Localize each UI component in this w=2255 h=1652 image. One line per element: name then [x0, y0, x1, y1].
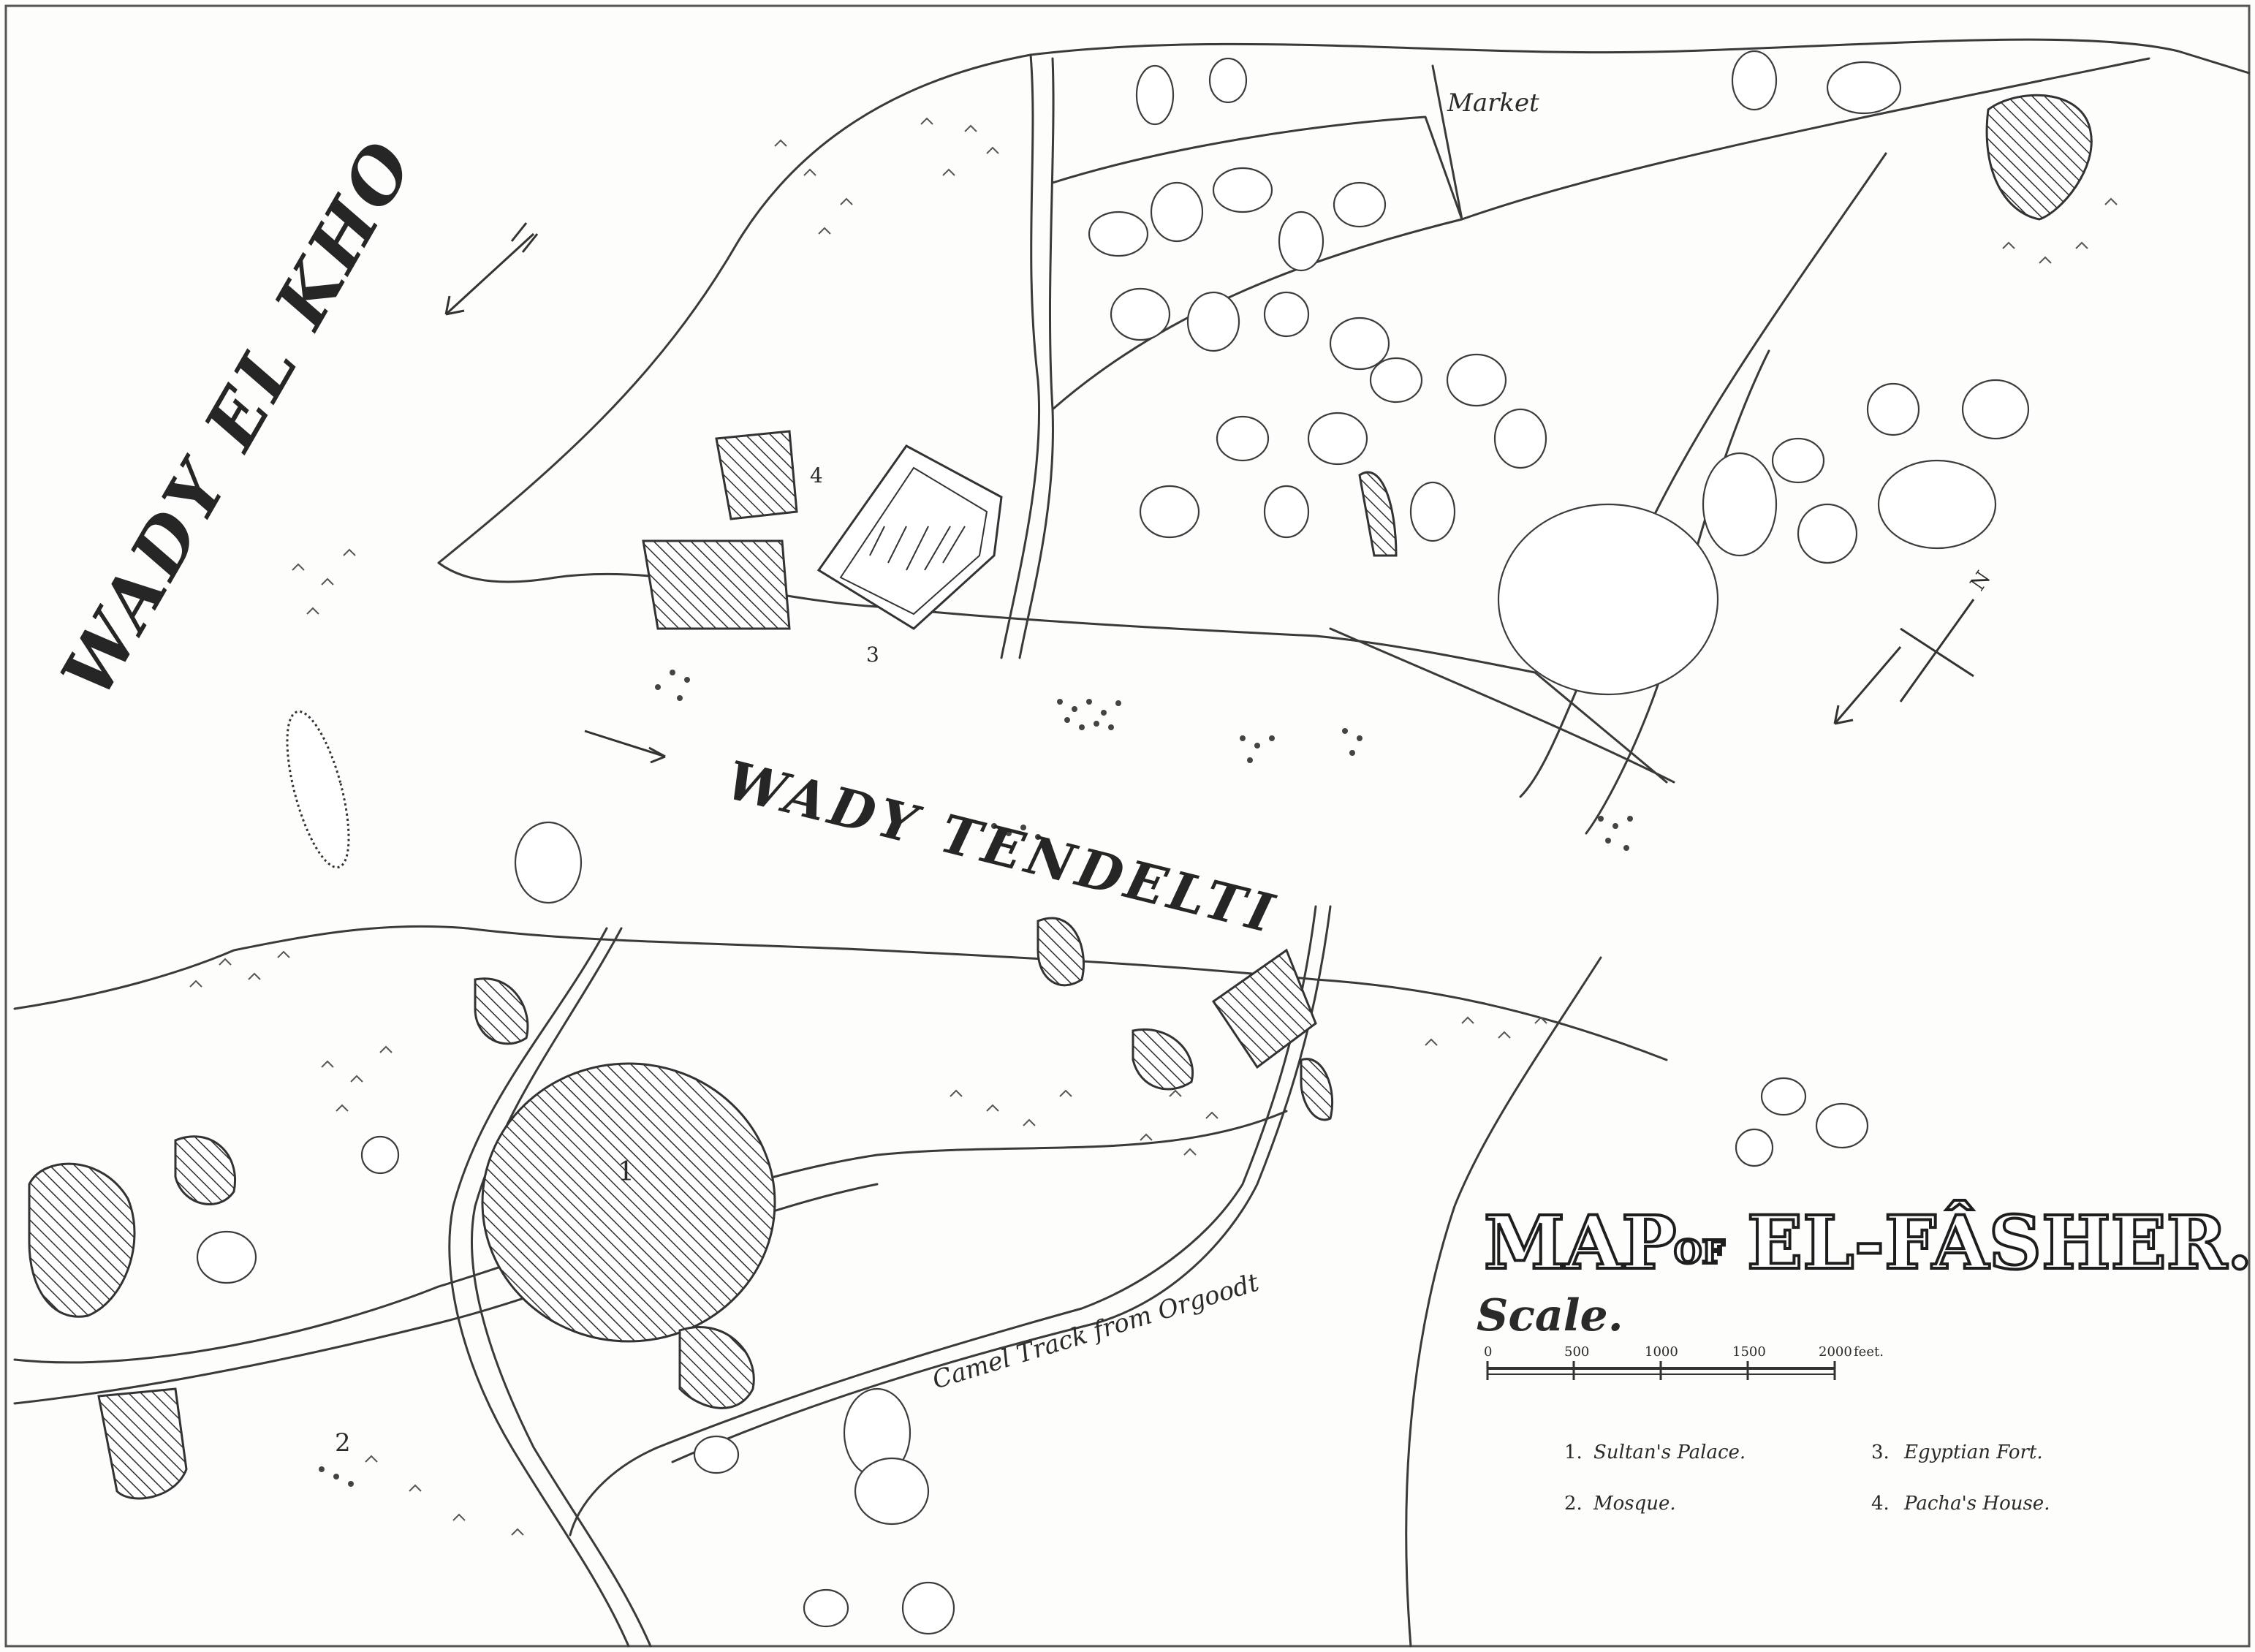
enclosure-east-1 [1358, 471, 1398, 557]
legend-4-text: Pacha's House. [1903, 1493, 2050, 1515]
south-plots [196, 821, 1869, 1635]
dot-clusters [319, 670, 1633, 1487]
sultans-palace-compound [481, 1062, 776, 1343]
enclosure-west [28, 1162, 136, 1318]
enclosure-north-east [1985, 94, 2093, 221]
marker-1-label: 1 [618, 1157, 634, 1187]
enclosure-south-3 [1132, 1028, 1194, 1091]
road-south-4 [671, 905, 1332, 1463]
legend-4-num: 4. [1871, 1493, 1890, 1515]
enclosure-pacha-house [715, 430, 798, 520]
wady-el-kho-arrow-icon [444, 222, 539, 316]
scale-tick-2000: 2000 [1819, 1344, 1852, 1360]
wady-el-kho-label: WADY EL KHO [45, 125, 431, 711]
south-settlement-outline [13, 925, 1668, 1364]
scale-tick-1500: 1500 [1732, 1344, 1766, 1360]
scale-unit: feet. [1854, 1344, 1884, 1360]
road-south-2 [470, 927, 652, 1648]
enclosure-west-3 [474, 977, 529, 1045]
enclosure-south-1 [678, 1326, 755, 1409]
legend-1-num: 1. [1564, 1441, 1583, 1463]
enclosure-center [1211, 948, 1317, 1069]
thorn-hedge [286, 710, 350, 869]
marker-3-label: 3 [866, 643, 879, 667]
east-arrow-icon [1833, 646, 1902, 725]
enclosure-mosque-area [97, 1387, 188, 1500]
camel-track-label: Camel Track from Orgoodt [929, 1268, 1262, 1395]
road-north-7 [1329, 627, 1675, 784]
marker-4-label: 4 [810, 463, 823, 488]
road-south-3 [569, 905, 1317, 1537]
legend-3-num: 3. [1871, 1441, 1890, 1463]
tendelti-arrow-icon [584, 730, 666, 764]
north-plots [1088, 50, 2030, 696]
road-north-5 [1519, 152, 1887, 798]
map-title-main: MAP [1484, 1200, 1676, 1286]
wady-tendelti-label: WADY TENDELTI [721, 749, 1284, 945]
road-south-1 [448, 927, 630, 1648]
map-border [4, 4, 2251, 1648]
scale-tick-1000: 1000 [1645, 1344, 1678, 1360]
road-north-1 [1000, 53, 1041, 659]
marker-2-label: 2 [335, 1428, 351, 1458]
enclosure-south-2 [1036, 917, 1085, 987]
map-title-of: OF [1674, 1234, 1725, 1271]
enclosure-west-2 [174, 1135, 236, 1205]
legend-2-text: Mosque. [1593, 1493, 1676, 1515]
legend-3-text: Egyptian Fort. [1903, 1441, 2043, 1463]
scale-tick-500: 500 [1564, 1344, 1589, 1360]
legend-1-text: Sultan's Palace. [1593, 1441, 1746, 1463]
scrub-marks [189, 117, 2118, 1536]
legend-2-num: 2. [1564, 1493, 1583, 1515]
scale-heading: Scale. [1477, 1290, 1623, 1341]
market-label: Market [1447, 88, 1539, 118]
road-east [1405, 956, 1602, 1648]
egyptian-fort [816, 444, 1003, 630]
enclosure-east-2 [1300, 1058, 1334, 1121]
road-north-4 [1431, 57, 2150, 221]
map-title: MAP OF EL-FÂSHER. [1482, 1198, 2254, 1287]
north-arrow-icon [1899, 599, 1975, 702]
legend: 1. Sultan's Palace. 2. Mosque. 3. Egypti… [1564, 1441, 2050, 1515]
map-title-place: EL-FÂSHER. [1747, 1200, 2253, 1286]
north-arrow-label: N [1966, 567, 1996, 595]
scale-bar: Scale. 0 500 1000 1500 2000 feet. [1477, 1290, 1884, 1380]
scale-tick-0: 0 [1484, 1344, 1492, 1360]
road-north-2 [1018, 57, 1055, 659]
enclosure-pacha-2 [642, 539, 791, 630]
